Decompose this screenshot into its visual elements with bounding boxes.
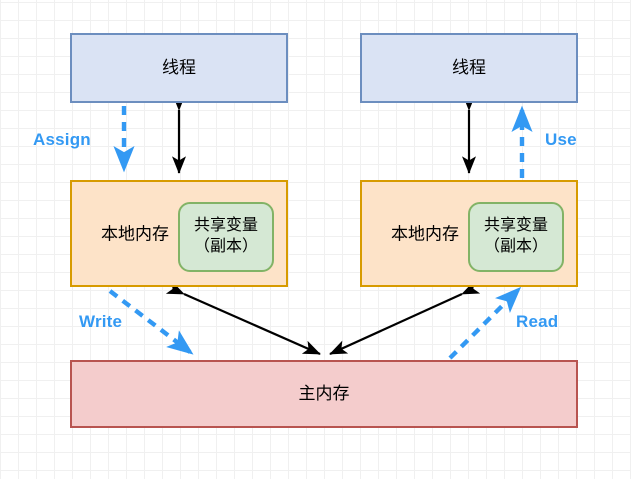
- use-edge-label: Use: [545, 130, 577, 149]
- write-edge-label: Write: [79, 312, 123, 331]
- main-memory-label: 主内存: [298, 384, 350, 404]
- shared-variable-left-line2: （副本）: [193, 238, 258, 255]
- shared-variable-box-left[interactable]: 共享变量 （副本）: [178, 202, 274, 272]
- local-memory-right-label: 本地内存: [391, 223, 459, 243]
- thread-right-label: 线程: [452, 58, 486, 78]
- assign-edge-label: Assign: [33, 130, 91, 149]
- shared-variable-box-right[interactable]: 共享变量 （副本）: [468, 202, 564, 272]
- read-edge-label: Read: [516, 312, 559, 331]
- shared-variable-right-text: 共享变量 （副本）: [484, 216, 548, 258]
- read-edge: [448, 286, 522, 360]
- shared-variable-left-line1: 共享变量: [193, 217, 258, 235]
- local-memory-box-left[interactable]: 本地内存 共享变量 （副本）: [70, 180, 288, 287]
- local-main-right-edge: [329, 280, 481, 356]
- shared-variable-left-text: 共享变量 （副本）: [194, 216, 258, 258]
- thread-left-label: 线程: [162, 58, 196, 78]
- shared-variable-right-line2: （副本）: [483, 238, 548, 255]
- thread-box-right[interactable]: 线程: [360, 33, 578, 103]
- shared-variable-right-line1: 共享变量: [483, 217, 548, 235]
- main-memory-box[interactable]: 主内存: [70, 360, 578, 428]
- local-main-left-edge: [165, 280, 321, 356]
- local-memory-left-label: 本地内存: [101, 223, 169, 243]
- local-memory-box-right[interactable]: 本地内存 共享变量 （副本）: [360, 180, 578, 287]
- thread-box-left[interactable]: 线程: [70, 33, 288, 103]
